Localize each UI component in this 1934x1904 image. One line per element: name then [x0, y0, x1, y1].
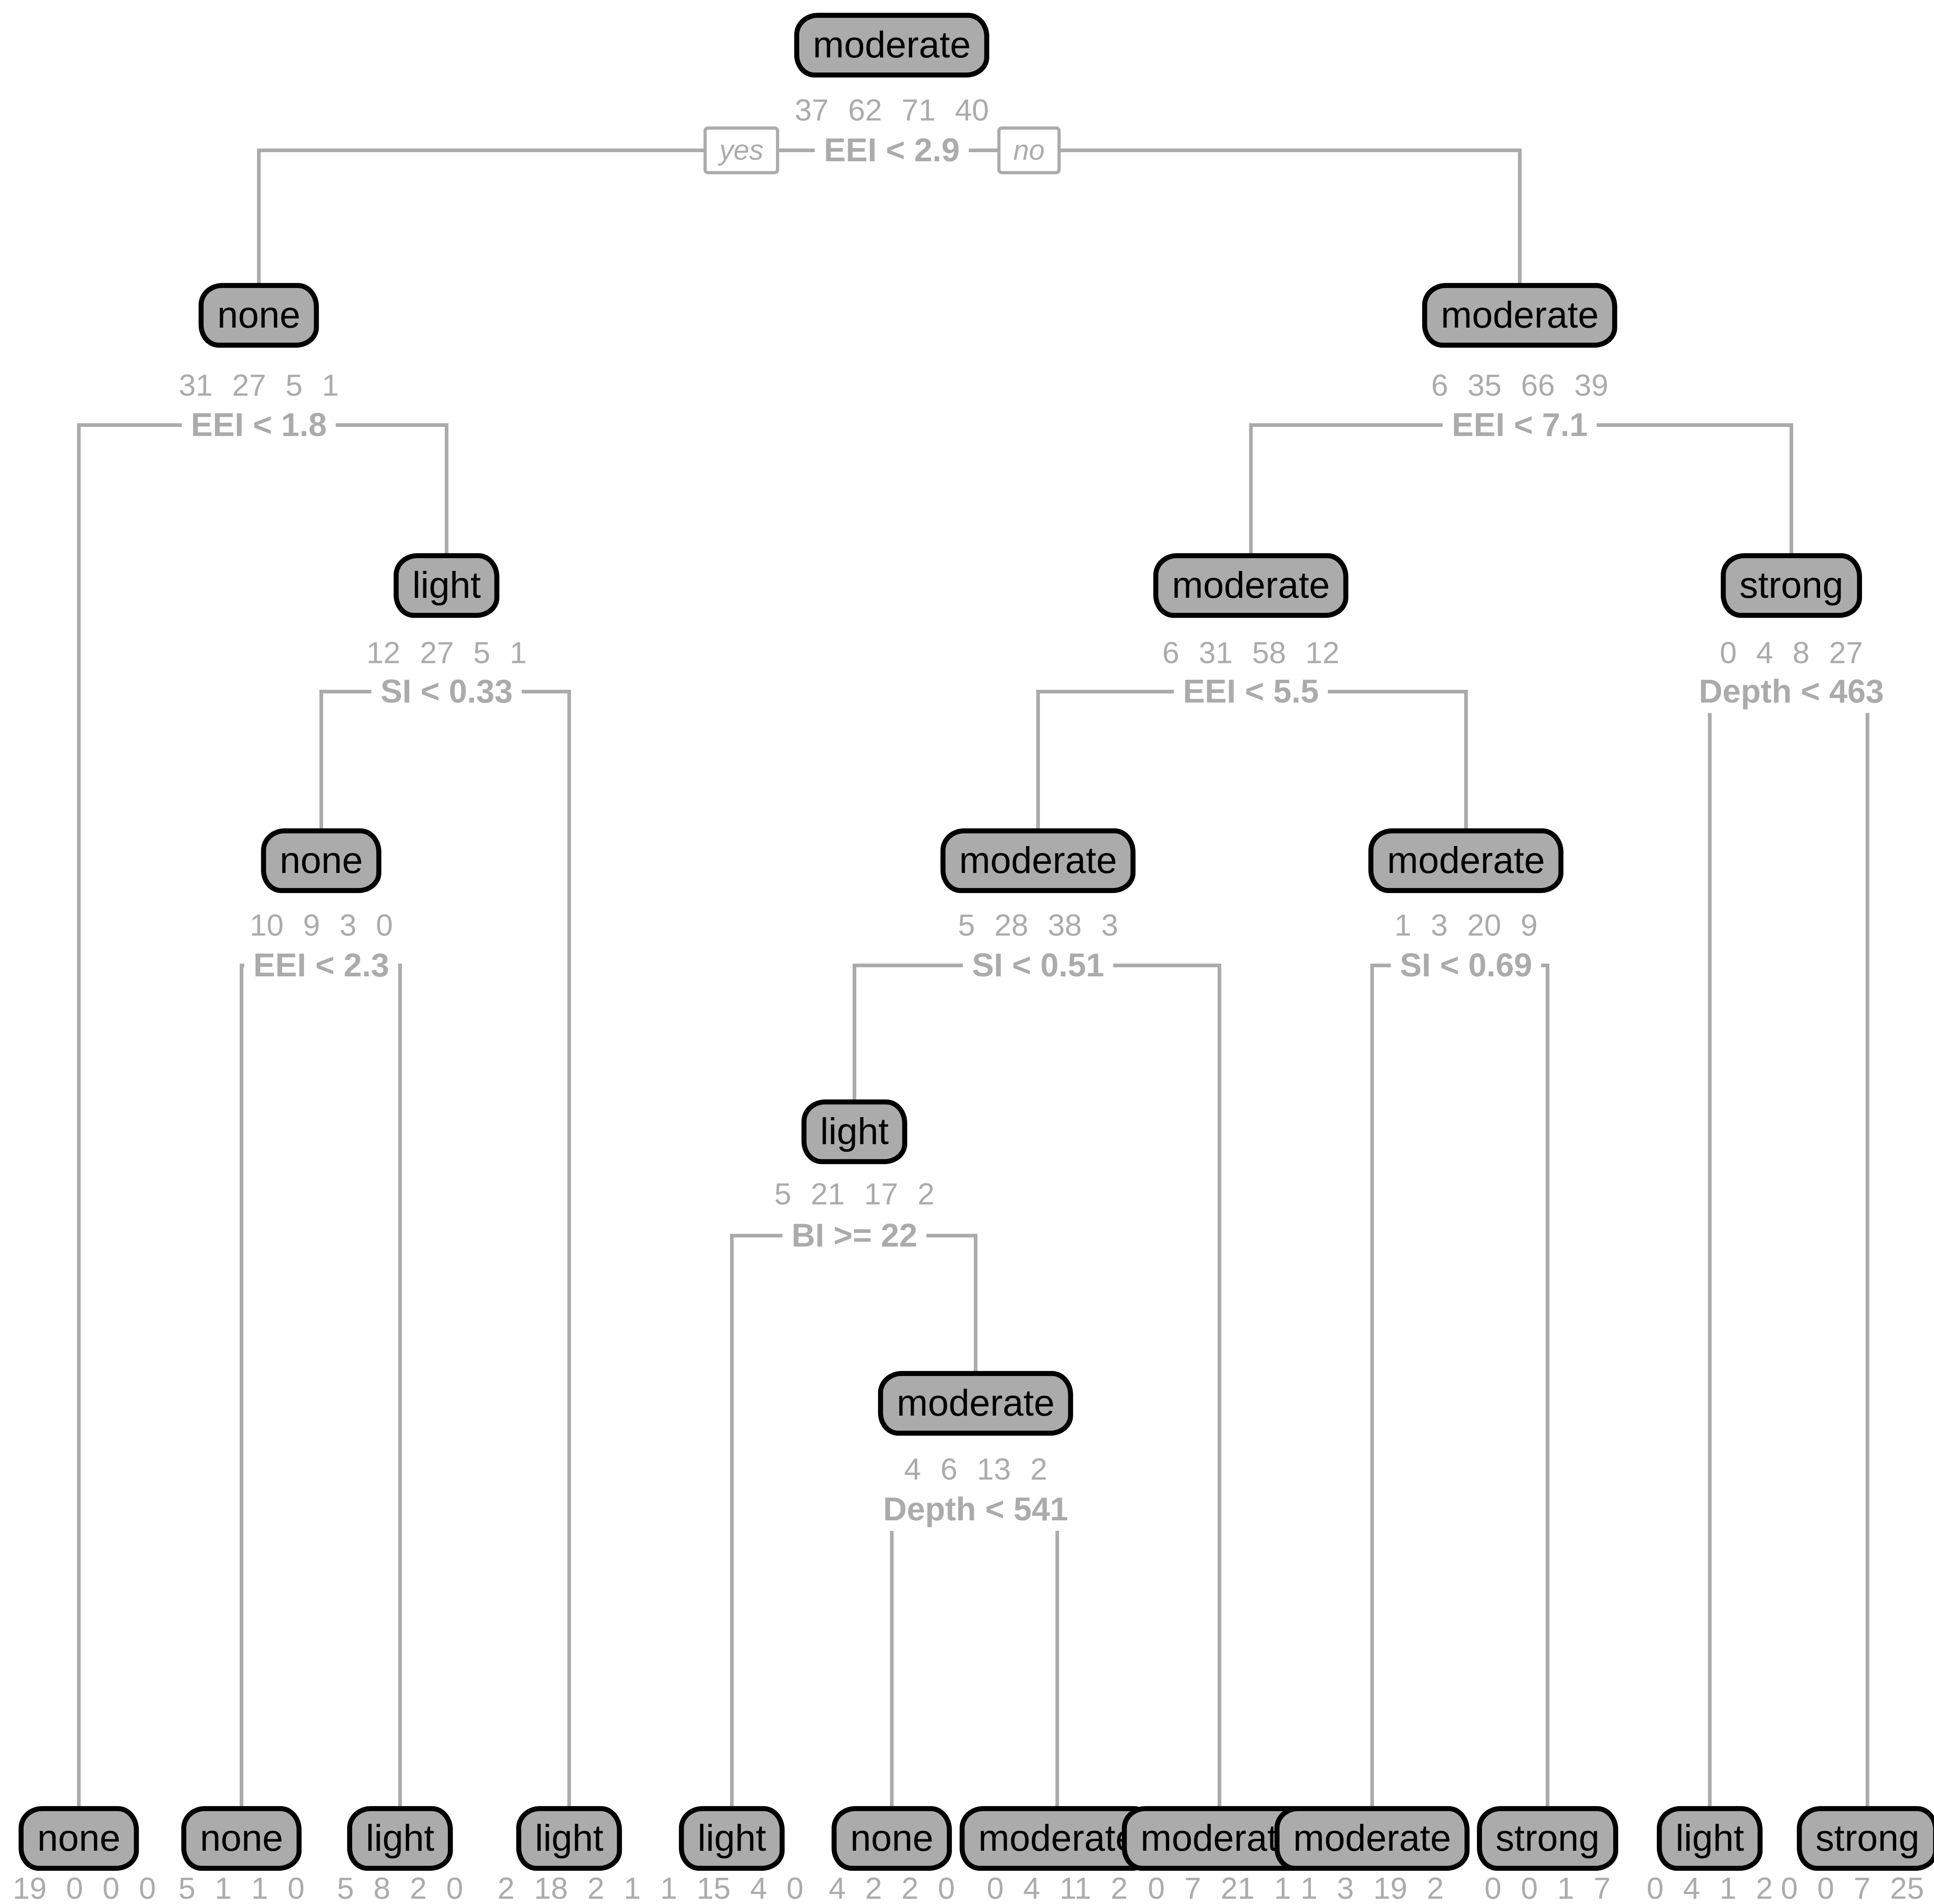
tree-leaf-leaf-11: light	[1656, 1806, 1763, 1871]
tree-node-n-none-3: none	[261, 828, 382, 893]
class-counts-n-light-2: 12 27 5 1	[366, 636, 527, 670]
tree-node-n-moderate-5: moderate	[878, 1371, 1074, 1436]
class-counts-n-light-4: 5 21 17 2	[774, 1177, 935, 1211]
tree-leaf-leaf-2: none	[181, 1806, 302, 1871]
class-counts-n-moderate-2: 6 31 58 12	[1162, 636, 1340, 670]
class-counts-leaf-12: 0 0 7 25	[1780, 1871, 1924, 1904]
class-counts-n-none-3: 10 9 3 0	[249, 908, 393, 943]
class-counts-n-moderate-5: 4 6 13 2	[904, 1452, 1048, 1487]
class-counts-leaf-3: 5 8 2 0	[337, 1871, 463, 1904]
split-rule-n-strong-2: Depth < 463	[1689, 670, 1893, 713]
split-rule-n-moderate-5: Depth < 541	[874, 1488, 1078, 1531]
tree-node-n-light-2: light	[393, 553, 500, 618]
tree-node-n-moderate-2: moderate	[1153, 553, 1349, 618]
tree-node-root: moderate	[794, 13, 990, 77]
class-counts-leaf-9: 1 3 19 2	[1300, 1871, 1444, 1904]
tree-node-n-moderate-3a: moderate	[940, 828, 1136, 893]
tree-node-n-light-4: light	[801, 1099, 908, 1164]
tree-leaf-leaf-3: light	[347, 1806, 453, 1871]
class-counts-n-moderate-3b: 1 3 20 9	[1394, 908, 1538, 943]
split-rule-n-light-4: BI >= 22	[782, 1214, 927, 1257]
tree-node-n-strong-2: strong	[1721, 553, 1862, 618]
split-rule-n-moderate-2: EEI < 5.5	[1173, 670, 1328, 713]
tree-node-n-none-1: none	[198, 283, 319, 348]
class-counts-n-moderate-3a: 5 28 38 3	[958, 908, 1118, 943]
tree-leaf-leaf-7: moderate	[959, 1806, 1155, 1871]
class-counts-leaf-1: 19 0 0 0	[12, 1871, 156, 1904]
tree-node-n-moderate-1: moderate	[1422, 283, 1618, 348]
class-counts-leaf-8: 0 7 21 1	[1147, 1871, 1291, 1904]
split-rule-n-moderate-1: EEI < 7.1	[1442, 404, 1597, 446]
split-rule-n-light-2: SI < 0.33	[371, 670, 522, 713]
class-counts-n-none-1: 31 27 5 1	[179, 368, 339, 403]
tree-leaf-leaf-12: strong	[1797, 1806, 1934, 1871]
class-counts-leaf-2: 5 1 1 0	[178, 1871, 305, 1904]
tree-leaf-leaf-6: none	[831, 1806, 952, 1871]
class-counts-leaf-10: 0 0 1 7	[1484, 1871, 1611, 1904]
tree-leaf-leaf-4: light	[516, 1806, 622, 1871]
split-rule-n-moderate-3b: SI < 0.69	[1390, 944, 1542, 987]
class-counts-leaf-11: 0 4 1 2	[1646, 1871, 1773, 1904]
split-rule-n-none-3: EEI < 2.3	[244, 944, 399, 987]
class-counts-n-moderate-1: 6 35 66 39	[1431, 368, 1609, 403]
class-counts-leaf-5: 1 15 4 0	[660, 1871, 804, 1904]
class-counts-leaf-6: 4 2 2 0	[828, 1871, 955, 1904]
no-branch-label: no	[997, 126, 1061, 174]
class-counts-leaf-7: 0 4 11 2	[987, 1871, 1128, 1904]
tree-leaf-leaf-1: none	[18, 1806, 139, 1871]
tree-leaf-leaf-9: moderate	[1274, 1806, 1470, 1871]
class-counts-root: 37 62 71 40	[795, 93, 989, 128]
yes-branch-label: yes	[703, 126, 780, 174]
class-counts-leaf-4: 2 18 2 1	[497, 1871, 641, 1904]
class-counts-n-strong-2: 0 4 8 27	[1719, 636, 1863, 670]
tree-leaf-leaf-5: light	[679, 1806, 785, 1871]
tree-leaf-leaf-10: strong	[1477, 1806, 1618, 1871]
split-rule-n-moderate-3a: SI < 0.51	[962, 944, 1114, 987]
split-rule-n-none-1: EEI < 1.8	[181, 404, 336, 446]
tree-node-n-moderate-3b: moderate	[1368, 828, 1564, 893]
split-rule-root: EEI < 2.9	[814, 129, 969, 172]
